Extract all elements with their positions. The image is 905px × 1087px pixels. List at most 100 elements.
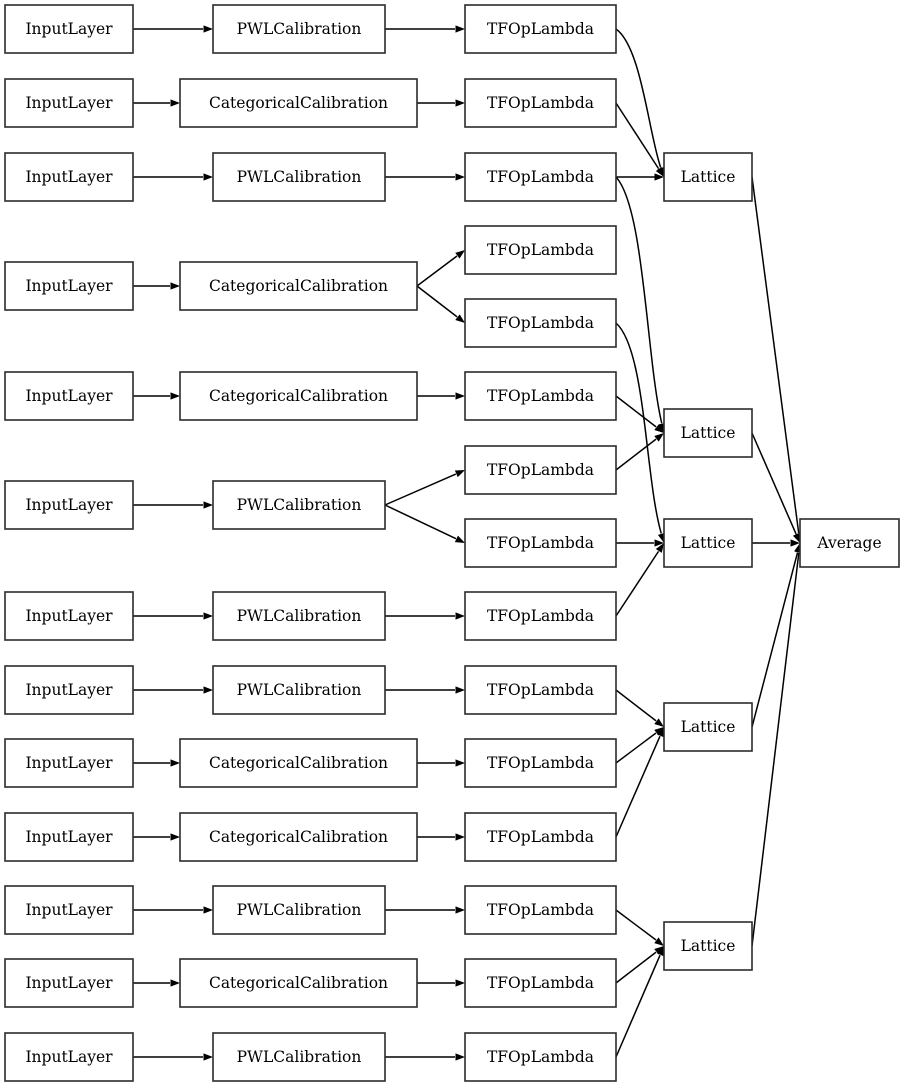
node-in10-input-layer[interactable]: InputLayer — [4, 812, 134, 862]
node-tf4-tfop-lambda[interactable]: TFOpLambda — [464, 225, 617, 275]
node-box[interactable] — [4, 480, 134, 530]
node-tf8-tfop-lambda[interactable]: TFOpLambda — [464, 518, 617, 568]
node-box[interactable] — [464, 371, 617, 421]
node-box[interactable] — [464, 225, 617, 275]
node-box[interactable] — [663, 921, 753, 971]
node-cal2-categorical-calibration[interactable]: CategoricalCalibration — [179, 78, 418, 128]
node-in13-input-layer[interactable]: InputLayer — [4, 1032, 134, 1082]
node-box[interactable] — [4, 371, 134, 421]
node-tf12-tfop-lambda[interactable]: TFOpLambda — [464, 812, 617, 862]
edge-line — [615, 102, 660, 170]
node-box[interactable] — [464, 591, 617, 641]
node-in4-input-layer[interactable]: InputLayer — [4, 261, 134, 311]
node-cal4-categorical-calibration[interactable]: CategoricalCalibration — [179, 261, 418, 311]
node-box[interactable] — [212, 885, 386, 935]
node-in2-input-layer[interactable]: InputLayer — [4, 78, 134, 128]
node-box[interactable] — [4, 261, 134, 311]
node-box[interactable] — [212, 665, 386, 715]
node-box[interactable] — [4, 665, 134, 715]
node-in5-input-layer[interactable]: InputLayer — [4, 371, 134, 421]
node-box[interactable] — [179, 958, 418, 1008]
node-box[interactable] — [663, 152, 753, 202]
node-tf13-tfop-lambda[interactable]: TFOpLambda — [464, 885, 617, 935]
node-cal11-pwlcalibration[interactable]: PWLCalibration — [212, 885, 386, 935]
node-box[interactable] — [4, 1032, 134, 1082]
node-box[interactable] — [4, 4, 134, 54]
node-tf10-tfop-lambda[interactable]: TFOpLambda — [464, 665, 617, 715]
node-cal13-pwlcalibration[interactable]: PWLCalibration — [212, 1032, 386, 1082]
node-in3-input-layer[interactable]: InputLayer — [4, 152, 134, 202]
node-box[interactable] — [4, 812, 134, 862]
node-tf7-tfop-lambda[interactable]: TFOpLambda — [464, 445, 617, 495]
node-box[interactable] — [179, 261, 418, 311]
node-box[interactable] — [799, 518, 900, 568]
edge-line — [615, 438, 657, 471]
node-tf11-tfop-lambda[interactable]: TFOpLambda — [464, 738, 617, 788]
node-box[interactable] — [4, 591, 134, 641]
node-cal3-pwlcalibration[interactable]: PWLCalibration — [212, 152, 386, 202]
edge-in3-to-cal3 — [133, 173, 213, 181]
node-tf6-tfop-lambda[interactable]: TFOpLambda — [464, 371, 617, 421]
node-tf2-tfop-lambda[interactable]: TFOpLambda — [464, 78, 617, 128]
node-cal1-pwlcalibration[interactable]: PWLCalibration — [212, 4, 386, 54]
node-box[interactable] — [464, 152, 617, 202]
node-tf1-tfop-lambda[interactable]: TFOpLambda — [464, 4, 617, 54]
node-layer: InputLayerInputLayerInputLayerInputLayer… — [4, 4, 900, 1082]
node-box[interactable] — [464, 738, 617, 788]
node-box[interactable] — [212, 591, 386, 641]
node-box[interactable] — [4, 958, 134, 1008]
node-cal6-pwlcalibration[interactable]: PWLCalibration — [212, 480, 386, 530]
node-box[interactable] — [179, 78, 418, 128]
node-box[interactable] — [464, 812, 617, 862]
node-in7-input-layer[interactable]: InputLayer — [4, 591, 134, 641]
node-lat5-lattice[interactable]: Lattice — [663, 921, 753, 971]
node-lat3-lattice[interactable]: Lattice — [663, 518, 753, 568]
node-in1-input-layer[interactable]: InputLayer — [4, 4, 134, 54]
edge-line — [751, 552, 800, 947]
node-in11-input-layer[interactable]: InputLayer — [4, 885, 134, 935]
node-box[interactable] — [4, 885, 134, 935]
node-box[interactable] — [464, 665, 617, 715]
node-box[interactable] — [4, 78, 134, 128]
node-box[interactable] — [212, 4, 386, 54]
node-cal8-pwlcalibration[interactable]: PWLCalibration — [212, 665, 386, 715]
node-cal10-categorical-calibration[interactable]: CategoricalCalibration — [179, 812, 418, 862]
node-box[interactable] — [212, 1032, 386, 1082]
node-in9-input-layer[interactable]: InputLayer — [4, 738, 134, 788]
node-label: Lattice — [681, 168, 736, 186]
node-cal12-categorical-calibration[interactable]: CategoricalCalibration — [179, 958, 418, 1008]
node-box[interactable] — [464, 1032, 617, 1082]
node-box[interactable] — [4, 152, 134, 202]
node-box[interactable] — [663, 408, 753, 458]
node-box[interactable] — [464, 518, 617, 568]
node-tf15-tfop-lambda[interactable]: TFOpLambda — [464, 1032, 617, 1082]
node-cal7-pwlcalibration[interactable]: PWLCalibration — [212, 591, 386, 641]
node-lat2-lattice[interactable]: Lattice — [663, 408, 753, 458]
node-box[interactable] — [464, 298, 617, 348]
node-box[interactable] — [663, 702, 753, 752]
node-in12-input-layer[interactable]: InputLayer — [4, 958, 134, 1008]
node-tf9-tfop-lambda[interactable]: TFOpLambda — [464, 591, 617, 641]
node-box[interactable] — [464, 78, 617, 128]
node-box[interactable] — [464, 4, 617, 54]
node-box[interactable] — [212, 152, 386, 202]
node-box[interactable] — [4, 738, 134, 788]
node-tf14-tfop-lambda[interactable]: TFOpLambda — [464, 958, 617, 1008]
node-tf3-tfop-lambda[interactable]: TFOpLambda — [464, 152, 617, 202]
node-box[interactable] — [179, 371, 418, 421]
node-box[interactable] — [212, 480, 386, 530]
node-box[interactable] — [179, 738, 418, 788]
node-box[interactable] — [464, 445, 617, 495]
node-lat1-lattice[interactable]: Lattice — [663, 152, 753, 202]
node-in6-input-layer[interactable]: InputLayer — [4, 480, 134, 530]
node-cal9-categorical-calibration[interactable]: CategoricalCalibration — [179, 738, 418, 788]
node-box[interactable] — [464, 958, 617, 1008]
node-box[interactable] — [179, 812, 418, 862]
node-tf5-tfop-lambda[interactable]: TFOpLambda — [464, 298, 617, 348]
node-box[interactable] — [663, 518, 753, 568]
node-avg-average[interactable]: Average — [799, 518, 900, 568]
node-lat4-lattice[interactable]: Lattice — [663, 702, 753, 752]
node-box[interactable] — [464, 885, 617, 935]
node-cal5-categorical-calibration[interactable]: CategoricalCalibration — [179, 371, 418, 421]
node-in8-input-layer[interactable]: InputLayer — [4, 665, 134, 715]
